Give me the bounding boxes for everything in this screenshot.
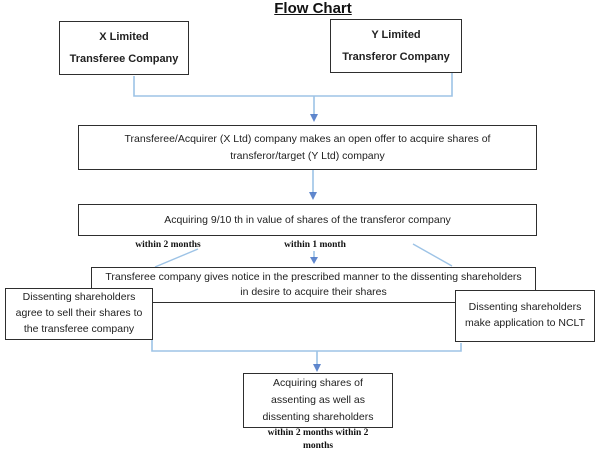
node-line: agree to sell their shares to bbox=[15, 307, 143, 320]
node-open-offer: Transferee/Acquirer (X Ltd) company make… bbox=[78, 125, 537, 170]
chart-title: Flow Chart bbox=[274, 0, 352, 17]
node-line: Dissenting shareholders bbox=[22, 291, 136, 304]
node-line: the transferee company bbox=[23, 322, 135, 335]
label-line: within 2 months within 2 bbox=[267, 428, 369, 438]
node-line: Transferee company gives notice in the p… bbox=[105, 270, 522, 283]
node-acquiring-nine-tenths: Acquiring 9/10 th in value of shares of … bbox=[78, 204, 537, 236]
node-line: transferor/target (Y Ltd) company bbox=[230, 149, 385, 162]
label-line: months bbox=[302, 440, 334, 451]
node-line: Acquiring shares of bbox=[273, 376, 363, 389]
node-line: X Limited bbox=[99, 31, 149, 43]
top-elbow-connector bbox=[133, 73, 453, 97]
node-line: Transferee Company bbox=[69, 53, 179, 65]
label-within-1-month: within 1 month bbox=[284, 240, 346, 250]
node-line: Transferor Company bbox=[342, 51, 450, 63]
node-line: Transferee/Acquirer (X Ltd) company make… bbox=[124, 133, 491, 146]
diagonal-right-connector bbox=[412, 243, 453, 267]
node-line: in desire to acquire their shares bbox=[240, 286, 387, 298]
node-line: assenting as well as bbox=[271, 393, 365, 406]
node-transferor-company: Y Limited Transferor Company bbox=[330, 19, 462, 73]
down-arrow-head-icon bbox=[310, 114, 318, 122]
node-line: Y Limited bbox=[371, 29, 421, 41]
node-line: dissenting shareholders bbox=[262, 411, 374, 424]
node-acquiring-all-shares: Acquiring shares of assenting as well as… bbox=[243, 373, 393, 428]
merge-elbow-connector bbox=[151, 340, 462, 352]
node-line: Acquiring 9/10 th in value of shares of … bbox=[164, 214, 451, 226]
label-final-timing: within 2 months within 2 months bbox=[268, 427, 369, 453]
node-application-to-nclt: Dissenting shareholders make application… bbox=[455, 290, 595, 342]
diagonal-left-connector bbox=[154, 248, 199, 268]
node-line: make application to NCLT bbox=[464, 317, 586, 329]
down-arrow-head-icon bbox=[313, 364, 321, 372]
down-arrow-head-icon bbox=[309, 192, 317, 200]
down-arrow-head-icon bbox=[310, 257, 318, 264]
node-line: Dissenting shareholders bbox=[468, 301, 582, 314]
label-within-2-months: within 2 months bbox=[135, 240, 201, 250]
node-shareholders-agree: Dissenting shareholders agree to sell th… bbox=[5, 288, 153, 340]
node-transferee-company: X Limited Transferee Company bbox=[59, 21, 189, 75]
